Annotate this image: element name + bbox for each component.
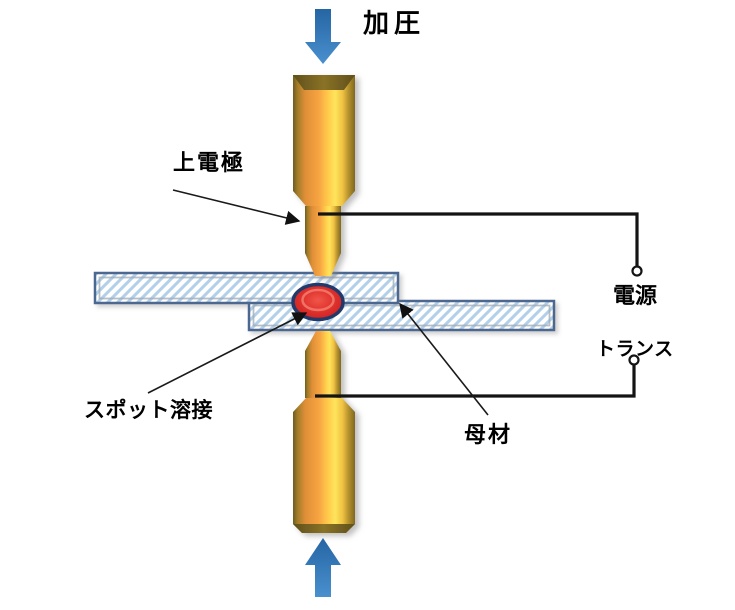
spot-weld-pointer-icon	[147, 312, 308, 394]
weld-nugget	[291, 282, 345, 322]
spot-weld-label: スポット溶接	[84, 397, 213, 422]
upper-terminal-icon	[631, 265, 643, 277]
lower-electrode-bottom-face	[293, 524, 355, 533]
weld-nugget-highlight	[301, 288, 335, 312]
base-material-pointer-icon	[399, 302, 489, 416]
upper-electrode-top-face	[293, 75, 355, 90]
upper-electrode-pointer-icon	[172, 189, 301, 225]
upper-electrode-label: 上電極	[173, 150, 246, 176]
pressure-arrow-down-icon	[305, 9, 341, 64]
lower-electrode-wire	[315, 365, 636, 398]
lower-terminal-icon	[628, 354, 640, 366]
upper-electrode-tip	[305, 206, 341, 276]
annotation-arrows	[147, 189, 489, 416]
upper-electrode-wire	[318, 212, 639, 266]
base-material-label: 母材	[464, 422, 513, 448]
upper-plate-bevel	[98, 276, 395, 300]
pressure-label: 加圧	[363, 9, 426, 39]
power-circuit	[315, 212, 643, 398]
lower-electrode	[293, 331, 355, 533]
upper-electrode-body	[293, 75, 355, 206]
pressure-arrow-up-icon	[305, 538, 341, 597]
upper-electrode	[293, 75, 355, 276]
lower-electrode-tip	[305, 331, 341, 398]
transformer-label: トランス	[596, 338, 674, 360]
lower-electrode-body	[293, 398, 355, 533]
power-source-label: 電源	[613, 283, 658, 309]
